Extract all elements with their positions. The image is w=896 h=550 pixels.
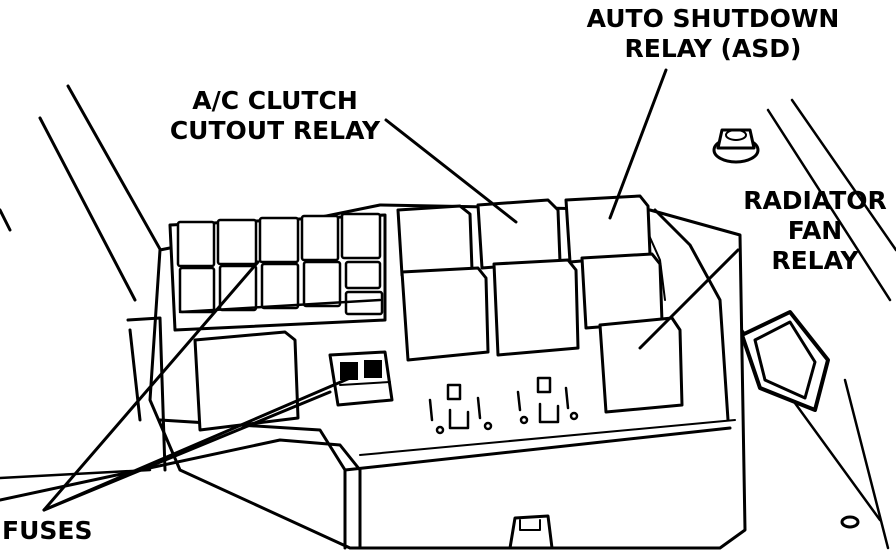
- label-fuses: FUSES: [2, 516, 102, 546]
- relay-4: [400, 266, 490, 362]
- relay-lower-left: [193, 330, 300, 432]
- label-fuses-line1: FUSES: [2, 516, 93, 545]
- leader-fuses-1: [42, 260, 260, 512]
- label-radiator-line3: RELAY: [771, 246, 859, 275]
- relay-ac-clutch: [476, 198, 562, 270]
- label-ac-line1: A/C CLUTCH: [192, 86, 358, 115]
- label-asd-line1: AUTO SHUTDOWN: [586, 4, 840, 33]
- relay-1: [396, 204, 474, 277]
- terminal-markings: [428, 376, 579, 435]
- small-washer: [840, 515, 860, 529]
- leader-lines: [42, 68, 740, 512]
- label-radiator-fan-relay: RADIATOR FAN RELAY: [735, 186, 895, 276]
- right-panel-lines: [718, 98, 896, 550]
- label-radiator-line2: FAN: [787, 216, 843, 245]
- relay-6: [580, 252, 664, 330]
- maxi-fuse: [328, 350, 394, 407]
- mounting-bolt: [712, 128, 760, 164]
- leader-radiator: [638, 248, 740, 350]
- label-auto-shutdown-relay: AUTO SHUTDOWN RELAY (ASD): [578, 4, 848, 64]
- leader-fuses-3: [42, 390, 332, 512]
- fuse-block: [168, 212, 387, 332]
- label-asd-line2: RELAY (ASD): [624, 34, 802, 63]
- relay-radiator-fan: [598, 316, 684, 414]
- label-ac-line2: CUTOUT RELAY: [169, 116, 381, 145]
- relay-asd: [564, 194, 652, 264]
- label-radiator-line1: RADIATOR: [743, 186, 887, 215]
- left-panel-lines: [0, 84, 167, 302]
- mounting-clip: [740, 310, 830, 412]
- leader-asd: [608, 68, 668, 220]
- leader-ac-clutch: [384, 118, 518, 224]
- relay-grid: [396, 194, 684, 414]
- relay-5: [492, 258, 580, 357]
- label-ac-clutch-cutout-relay: A/C CLUTCH CUTOUT RELAY: [160, 86, 390, 146]
